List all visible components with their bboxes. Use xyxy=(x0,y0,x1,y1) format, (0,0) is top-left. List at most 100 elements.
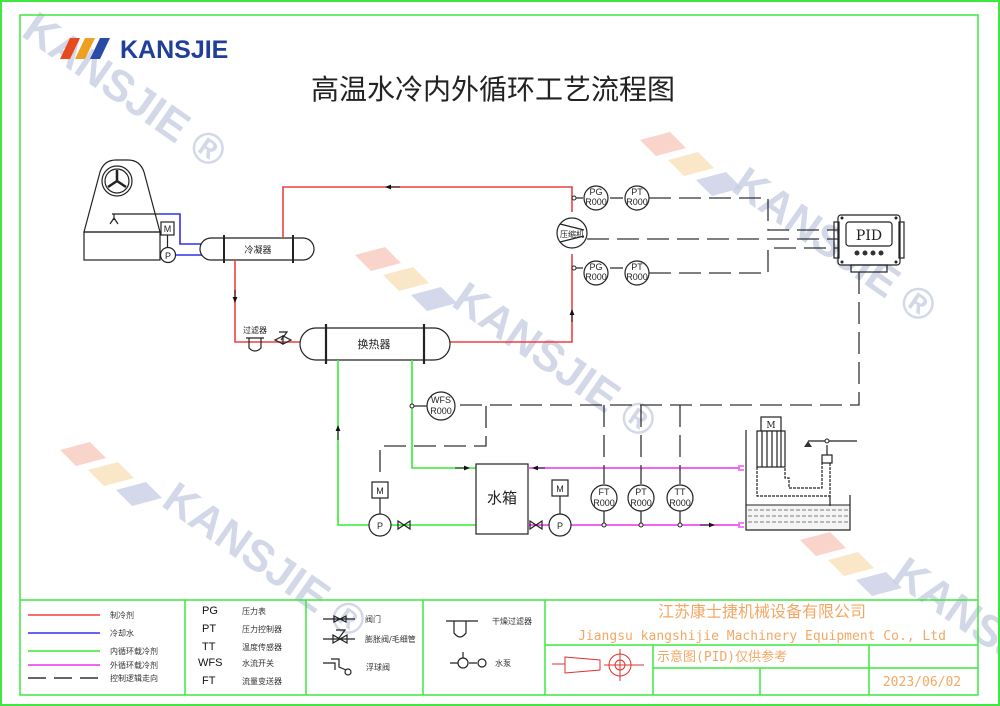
watermark-text: KANSJIE ® xyxy=(724,158,945,333)
float-valve-icon xyxy=(323,658,347,671)
legend-abbr: WFS xyxy=(198,657,222,669)
drier-filter: 过滤器 xyxy=(243,325,267,352)
brand-logo: KANSJIE xyxy=(60,36,228,64)
instrument-pg-upper: PG R000 xyxy=(583,185,609,211)
motor-label: M xyxy=(376,486,384,496)
logo-stripe-red xyxy=(60,38,80,59)
motor-label: M xyxy=(556,484,564,494)
legend-abbr: PG xyxy=(202,605,218,617)
instrument-tag: PT xyxy=(631,262,643,272)
cooling-water-return-line xyxy=(160,213,202,245)
company-name-en: Jiangsu kangshijie Machinery Equipment C… xyxy=(578,629,946,644)
instrument-pt-lower: PT R000 xyxy=(624,260,650,286)
legend-expansion-valve: 膨胀阀/毛细管 xyxy=(323,629,416,645)
water-tank: 水箱 xyxy=(475,463,529,535)
control-signal-line xyxy=(649,247,838,274)
legend-label: 水泵 xyxy=(495,658,511,668)
instrument-value: R000 xyxy=(585,197,607,207)
legend-abbr-desc: 温度传感器 xyxy=(242,642,282,652)
filter-icon xyxy=(446,620,478,638)
expansion-valve-icon xyxy=(323,629,355,645)
legend-label: 制冷剂 xyxy=(110,610,134,620)
legend-line-refrigerant: 制冷剂 xyxy=(28,610,134,620)
legend-label: 外循环载冷剂 xyxy=(110,660,158,670)
inner-frame xyxy=(19,14,979,696)
disclaimer-note: 示意图(PID)仅供参考 xyxy=(657,649,787,665)
instrument-value: R000 xyxy=(669,498,691,508)
condenser: 冷凝器 xyxy=(199,235,315,263)
legend-water-pump: 水泵 xyxy=(450,652,511,669)
instrument-tag: WFS xyxy=(431,395,451,405)
company-name-cn: 江苏康士捷机械设备有限公司 xyxy=(658,602,866,621)
brand-name: KANSJIE xyxy=(120,36,228,64)
pid-label: PID xyxy=(856,228,882,244)
instrument-value: R000 xyxy=(430,406,452,416)
instrument-tag: PT xyxy=(635,487,647,497)
legend-abbr-desc: 流量变送器 xyxy=(242,676,282,686)
legend-block: 制冷剂 冷却水 内循环载冷剂 外循环载冷剂 控制逻辑走向 PG 压力表 PT 压… xyxy=(20,599,978,695)
legend-label: 膨胀阀/毛细管 xyxy=(365,634,416,644)
legend-label: 浮球阀 xyxy=(366,662,390,672)
watermark-stripes xyxy=(640,132,742,196)
instrument-pt-upper: PT R000 xyxy=(624,185,650,211)
legend-abbr-desc: 压力控制器 xyxy=(242,624,282,634)
control-signal-line xyxy=(379,406,487,478)
instrument-pg-lower: PG R000 xyxy=(583,260,609,286)
valve-icon xyxy=(529,519,543,531)
watermark-text: KANSJIE ® xyxy=(14,3,235,178)
refrigerant-liquid-line xyxy=(234,260,330,343)
water-tank-label: 水箱 xyxy=(487,489,517,507)
svg-text:M: M xyxy=(766,421,775,431)
control-signal-line xyxy=(649,197,838,231)
instrument-tag: PT xyxy=(631,187,643,197)
legend-abbr-desc: 压力表 xyxy=(242,606,266,616)
pump-label: P xyxy=(377,521,383,531)
instrument-tag: FT xyxy=(599,487,610,497)
pump-icon xyxy=(457,657,469,669)
legend-abbr: PT xyxy=(202,623,216,635)
pump-label: P xyxy=(165,251,171,261)
page-title: 高温水冷内外循环工艺流程图 xyxy=(311,73,675,106)
fan-icon xyxy=(101,165,133,197)
watermark-stripes xyxy=(355,247,457,311)
compressor: 压缩机 xyxy=(556,217,588,249)
heat-exchanger-label: 换热器 xyxy=(358,337,391,351)
valve-icon xyxy=(397,519,411,531)
legend-abbr-desc: 水流开关 xyxy=(242,658,274,668)
inner-loop-pump: M P xyxy=(368,481,392,537)
logo-stripe-blue xyxy=(90,38,110,59)
legend-label: 内循环载冷剂 xyxy=(110,646,158,656)
cooling-water-pump: M P xyxy=(159,221,177,264)
heat-exchanger: 换热器 xyxy=(299,324,451,364)
legend-abbr: FT xyxy=(202,675,216,687)
outer-loop-pump: M P xyxy=(548,479,572,537)
instrument-tag: PG xyxy=(589,187,602,197)
condenser-label: 冷凝器 xyxy=(244,244,271,256)
legend-drier-filter: 干燥过滤器 xyxy=(446,616,532,638)
external-process-tank: M xyxy=(745,416,857,531)
legend-line-outer-loop: 外循环载冷剂 xyxy=(28,660,158,670)
watermark-text: KANSJIE ® xyxy=(154,473,375,648)
legend-label: 控制逻辑走向 xyxy=(110,673,158,683)
legend-line-control: 控制逻辑走向 xyxy=(28,673,158,683)
instrument-value: R000 xyxy=(593,498,615,508)
legend-line-inner-loop: 内循环载冷剂 xyxy=(28,646,158,656)
instrument-value: R000 xyxy=(626,272,648,282)
filter-label: 过滤器 xyxy=(243,325,267,335)
instrument-value: R000 xyxy=(585,272,607,282)
legend-label: 冷却水 xyxy=(110,628,134,638)
watermark-stripes xyxy=(60,442,162,506)
instrument-value: R000 xyxy=(626,197,648,207)
pump-label: P xyxy=(557,521,563,531)
inner-loop-supply-line xyxy=(337,360,372,526)
compressor-label: 压缩机 xyxy=(560,229,584,239)
instrument-pt: PT R000 xyxy=(627,484,655,512)
legend-line-cooling-water: 冷却水 xyxy=(28,628,134,638)
instrument-tag: TT xyxy=(675,487,686,497)
control-signal-line xyxy=(430,272,860,406)
cooling-tower xyxy=(83,159,161,261)
refrigerant-suction-line xyxy=(450,254,573,343)
instrument-value: R000 xyxy=(630,498,652,508)
instrument-tag: PG xyxy=(589,262,602,272)
